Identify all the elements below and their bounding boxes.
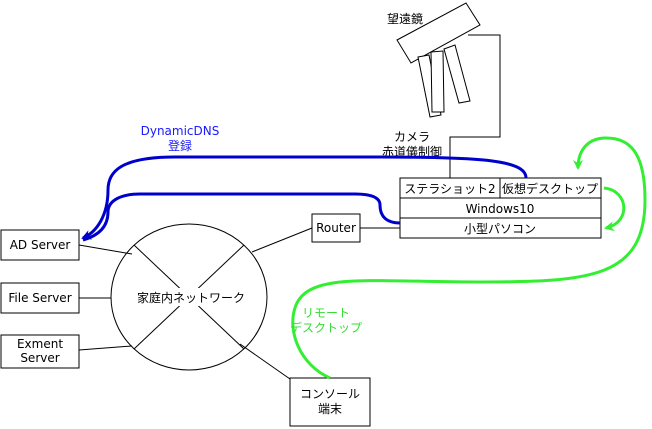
- router-network-link: [251, 227, 313, 253]
- console-label-1: コンソール: [300, 387, 360, 401]
- stellashot-label: ステラショット2: [404, 182, 495, 196]
- remote-desktop-label-1: リモート: [302, 306, 350, 320]
- ad-server-link: [78, 244, 133, 255]
- windows-label: Windows10: [466, 202, 535, 216]
- router-label: Router: [316, 221, 356, 235]
- telescope-label: 望遠鏡: [387, 11, 423, 26]
- exment-server-box: [0, 334, 80, 369]
- home-network: [110, 223, 268, 371]
- dyndns-arrow-outer: [81, 155, 528, 240]
- pc-stack: [399, 177, 602, 239]
- console-box: [289, 377, 371, 427]
- ad-server-label: AD Server: [10, 238, 71, 252]
- dyndns-label-1: DynamicDNS: [141, 124, 220, 138]
- small-pc-label: 小型パソコン: [464, 222, 536, 236]
- dyndns-label-2: 登録: [168, 138, 192, 153]
- remote-desktop-loop: [603, 186, 626, 232]
- camera-connector: [449, 34, 501, 178]
- mount-control-label: 赤道儀制御: [382, 144, 442, 159]
- router-box: [311, 213, 361, 243]
- console-network-link: [239, 343, 291, 380]
- file-server-box: [0, 282, 80, 314]
- exment-server-label-2: Server: [20, 351, 59, 365]
- console-label-2: 端末: [318, 402, 342, 416]
- file-server-label: File Server: [8, 291, 71, 305]
- dyndns-arrow-inner: [82, 192, 401, 242]
- remote-desktop-arrow: [291, 136, 647, 380]
- virtual-desktop-label: 仮想デスクトップ: [502, 181, 598, 196]
- telescope-icon: [396, 2, 481, 118]
- remote-desktop-label-2: デスクトップ: [290, 320, 362, 335]
- home-network-label: 家庭内ネットワーク: [137, 290, 245, 305]
- exment-server-label-1: Exment: [17, 337, 63, 351]
- exment-server-link: [78, 345, 133, 351]
- camera-label: カメラ: [394, 130, 430, 144]
